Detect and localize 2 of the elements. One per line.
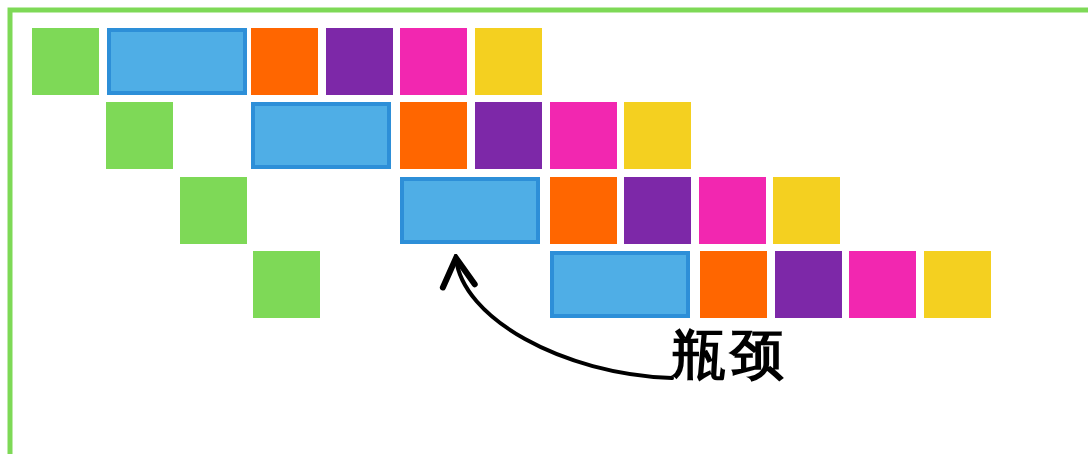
bottleneck-block bbox=[400, 177, 540, 244]
callout-text: 瓶颈 bbox=[672, 322, 788, 388]
